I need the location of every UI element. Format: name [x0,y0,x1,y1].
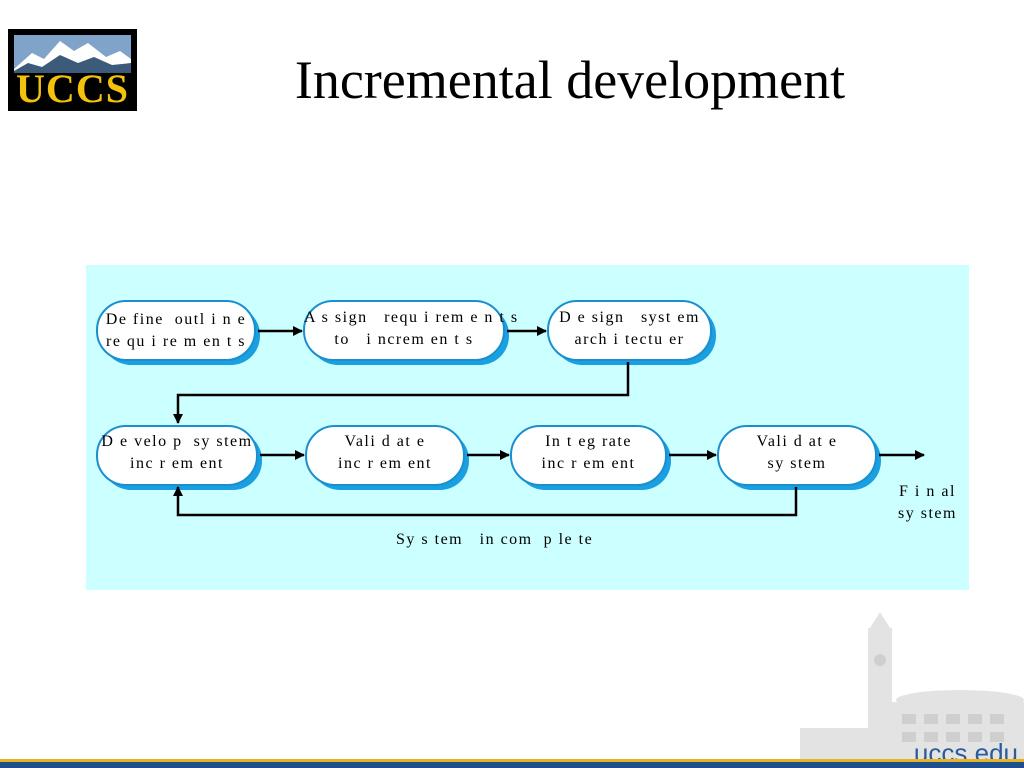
box-assign-label: A s sign requ i rem e n t s to i ncrem e… [304,309,519,348]
box-shape-validate-inc [305,425,469,490]
logo-text: UCCS [16,66,129,111]
process-diagram: De fine outl i n e re qu i re m en t s A… [86,265,969,590]
box-develop-label: D e velo p sy stem inc r em ent [101,433,253,472]
box-integrate-label: In t eg rate inc r em ent [541,433,636,472]
box-define-label: De fine outl i n e re qu i re m en t s [105,311,247,350]
building-watermark [800,612,1024,760]
box-shape-design [547,300,716,365]
box-validate-inc-label: Vali d at e inc r em ent [338,433,432,472]
arrow-loop-back [173,486,798,517]
final-system-label: F i n al sy stem [898,483,957,522]
box-shape-integrate [510,425,671,490]
diagram-connectors [96,300,925,517]
footer-blue-line [0,762,1024,768]
slide-title: Incremental development [294,50,846,110]
uccs-logo: UCCS [8,29,137,111]
box-validate-sys-label: Vali d at e sy stem [756,433,838,472]
footer-gold-line [0,759,1024,762]
box-shape-define [96,300,260,365]
box-shape-develop [96,425,262,490]
box-shape-assign [303,300,509,365]
arrow-design-develop [173,362,630,424]
loop-label: Sy s tem in com p le te [396,531,594,548]
box-design-label: D e sign syst em arch i tectu er [559,309,700,348]
box-shape-validate-sys [717,425,881,490]
